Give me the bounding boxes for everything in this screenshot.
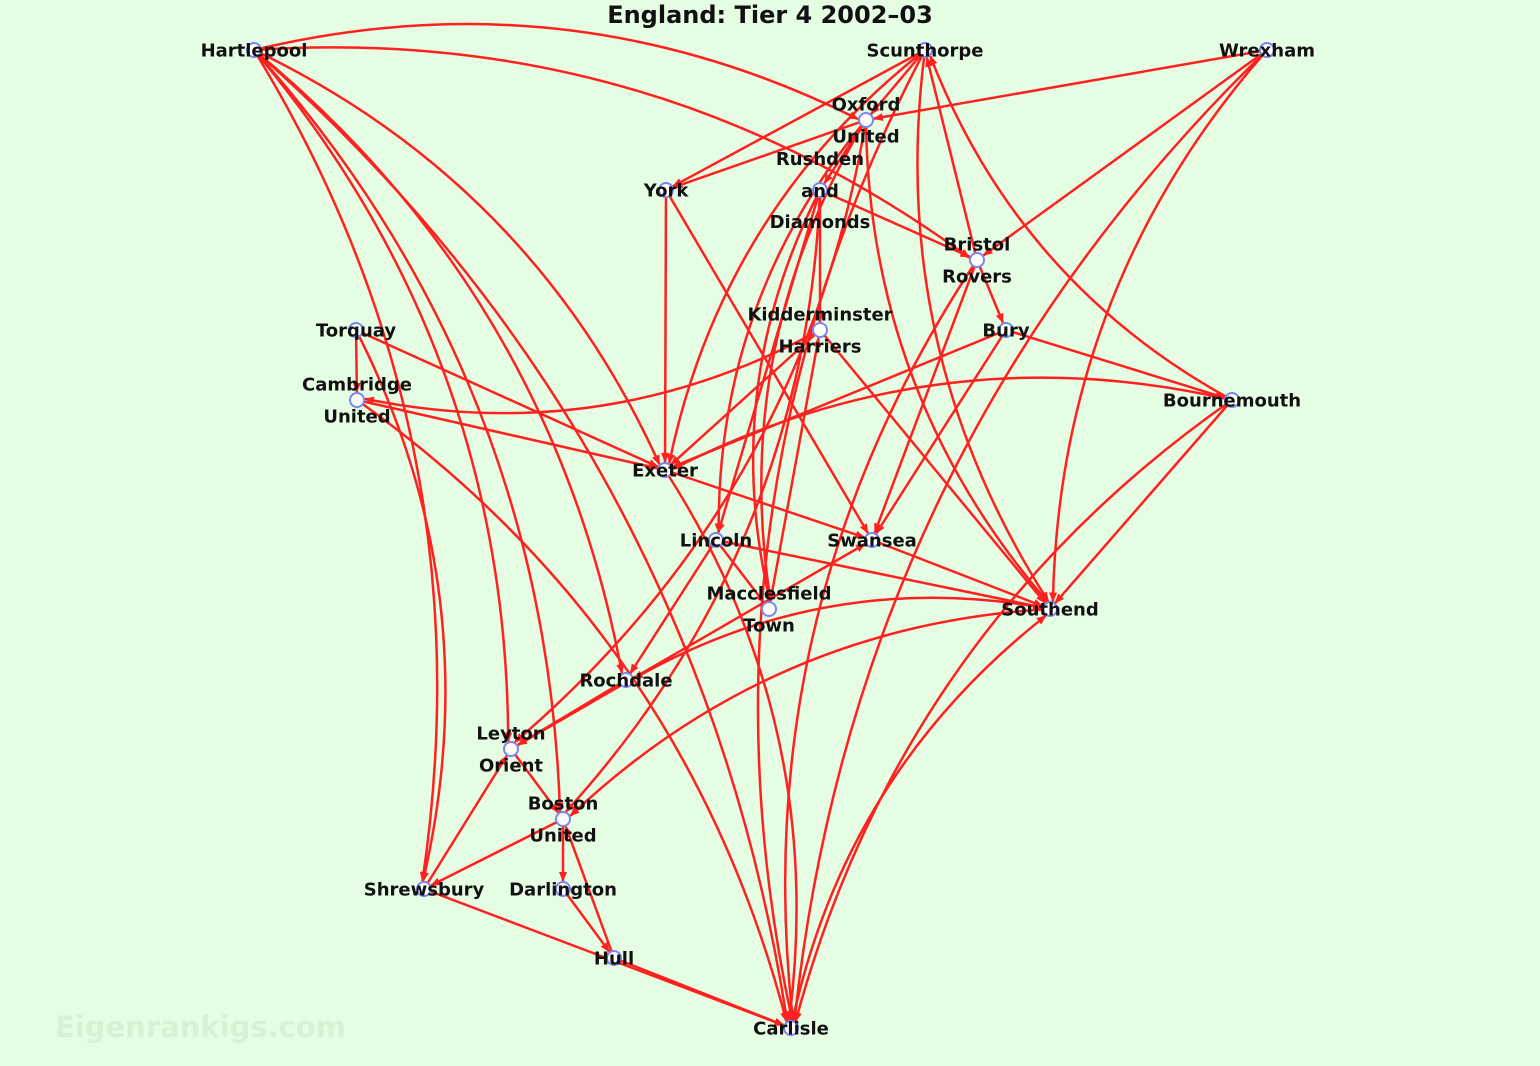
edge-macclesfield-town-to-kidderminster-harriers — [767, 336, 821, 610]
edge-bournemouth-to-southend — [1054, 399, 1233, 604]
edge-bury-to-swansea — [875, 329, 1008, 535]
edge-hartlepool-to-bristol-rovers — [253, 46, 971, 259]
watermark: Eigenrankigs.com — [55, 1010, 346, 1044]
edge-swansea-to-southend — [871, 538, 1044, 608]
node-boston-united[interactable] — [555, 811, 571, 827]
edge-wrexham-to-southend — [1049, 49, 1268, 603]
node-hartlepool[interactable] — [246, 42, 262, 58]
edge-rushden-and-diamonds-to-bristol-rovers — [819, 188, 971, 258]
node-kidderminster-harriers[interactable] — [812, 322, 828, 338]
edge-bournemouth-to-exeter — [672, 376, 1233, 471]
edge-rochdale-to-leyton-orient — [517, 678, 627, 746]
node-cambridge-united[interactable] — [349, 392, 365, 408]
node-shrewsbury[interactable] — [416, 881, 432, 897]
edge-torquay-to-exeter — [355, 328, 659, 468]
node-bournemouth[interactable] — [1224, 392, 1240, 408]
edge-scunthorpe-to-carlisle — [756, 49, 927, 1022]
node-carlisle[interactable] — [783, 1020, 799, 1036]
edge-bournemouth-to-carlisle — [794, 398, 1233, 1023]
edge-darlington-to-hull — [561, 888, 611, 953]
node-scunthorpe[interactable] — [917, 42, 933, 58]
edge-carlisle-to-southend — [789, 614, 1047, 1029]
edge-torquay-to-cambridge-united — [352, 329, 361, 394]
node-darlington[interactable] — [555, 881, 571, 897]
edge-oxford-united-to-leyton-orient — [514, 119, 868, 743]
edge-hartlepool-to-leyton-orient — [253, 49, 513, 743]
edge-lincoln-to-macclesfield-town — [715, 539, 766, 604]
edge-bristol-rovers-to-carlisle — [783, 259, 979, 1022]
edge-shrewsbury-to-carlisle — [423, 887, 785, 1027]
node-macclesfield-town[interactable] — [761, 601, 777, 617]
edge-york-to-swansea — [664, 189, 870, 534]
edge-scunthorpe-to-oxford-united — [870, 49, 926, 115]
edge-oxford-united-to-lincoln — [714, 119, 867, 534]
edge-oxford-united-to-southend — [864, 119, 1049, 603]
edge-cambridge-united-to-exeter — [356, 398, 659, 471]
edge-hartlepool-to-oxford-united — [253, 22, 859, 121]
edge-scunthorpe-to-york — [672, 48, 926, 188]
node-rushden-and-diamonds[interactable] — [812, 182, 828, 198]
edge-exeter-to-carlisle — [663, 469, 798, 1022]
edges — [252, 22, 1268, 1029]
edge-southend-to-boston-united — [569, 607, 1051, 817]
node-torquay[interactable] — [348, 322, 364, 338]
edge-hull-to-boston-united — [564, 825, 616, 959]
node-york[interactable] — [658, 182, 674, 198]
node-lincoln[interactable] — [708, 532, 724, 548]
edge-oxford-united-to-york — [672, 118, 867, 189]
edge-hartlepool-to-rochdale — [253, 49, 625, 675]
node-hull[interactable] — [606, 950, 622, 966]
node-rochdale[interactable] — [618, 672, 634, 688]
edge-bournemouth-to-scunthorpe — [929, 55, 1233, 402]
edge-wrexham-to-bristol-rovers — [982, 48, 1268, 257]
edge-scunthorpe-to-exeter — [667, 49, 926, 465]
edge-hartlepool-to-exeter — [253, 48, 661, 466]
node-swansea[interactable] — [864, 532, 880, 548]
node-exeter[interactable] — [657, 462, 673, 478]
graph-title: England: Tier 4 2002–03 — [607, 1, 933, 29]
nodes — [246, 42, 1275, 1036]
edge-kidderminster-harriers-to-cambridge-united — [363, 328, 821, 415]
edge-kidderminster-harriers-to-exeter — [670, 329, 821, 466]
edge-rushden-and-diamonds-to-macclesfield-town — [751, 189, 822, 603]
edge-hartlepool-to-shrewsbury — [252, 49, 439, 883]
edge-lincoln-to-southend — [715, 538, 1044, 610]
edge-bristol-rovers-to-swansea — [873, 259, 979, 534]
edge-bristol-rovers-to-scunthorpe — [925, 56, 979, 261]
edge-kidderminster-harriers-to-southend — [819, 329, 1046, 604]
edge-cambridge-united-to-carlisle — [356, 398, 789, 1023]
edge-exeter-to-swansea — [664, 468, 866, 539]
node-leyton-orient[interactable] — [503, 741, 519, 757]
edge-bury-to-bournemouth — [1005, 328, 1226, 399]
edge-boston-united-to-shrewsbury — [430, 817, 564, 887]
node-oxford-united[interactable] — [858, 112, 874, 128]
edge-rushden-and-diamonds-to-lincoln — [717, 189, 822, 534]
edge-leyton-orient-to-boston-united — [509, 748, 560, 814]
edge-rushden-and-diamonds-to-boston-united — [565, 189, 822, 813]
node-southend[interactable] — [1042, 601, 1058, 617]
edge-york-to-exeter — [661, 189, 670, 463]
edge-scunthorpe-to-southend — [916, 49, 1050, 603]
node-bury[interactable] — [998, 322, 1014, 338]
node-bristol-rovers[interactable] — [969, 252, 985, 268]
node-wrexham[interactable] — [1259, 42, 1275, 58]
edge-shrewsbury-to-leyton-orient — [422, 754, 508, 890]
edge-wrexham-to-carlisle — [791, 49, 1268, 1022]
edge-southend-to-rochdale — [633, 596, 1051, 680]
edge-hartlepool-to-boston-united — [253, 49, 564, 813]
edge-lincoln-to-rochdale — [629, 539, 718, 675]
edge-bristol-rovers-to-bury — [975, 259, 1005, 324]
